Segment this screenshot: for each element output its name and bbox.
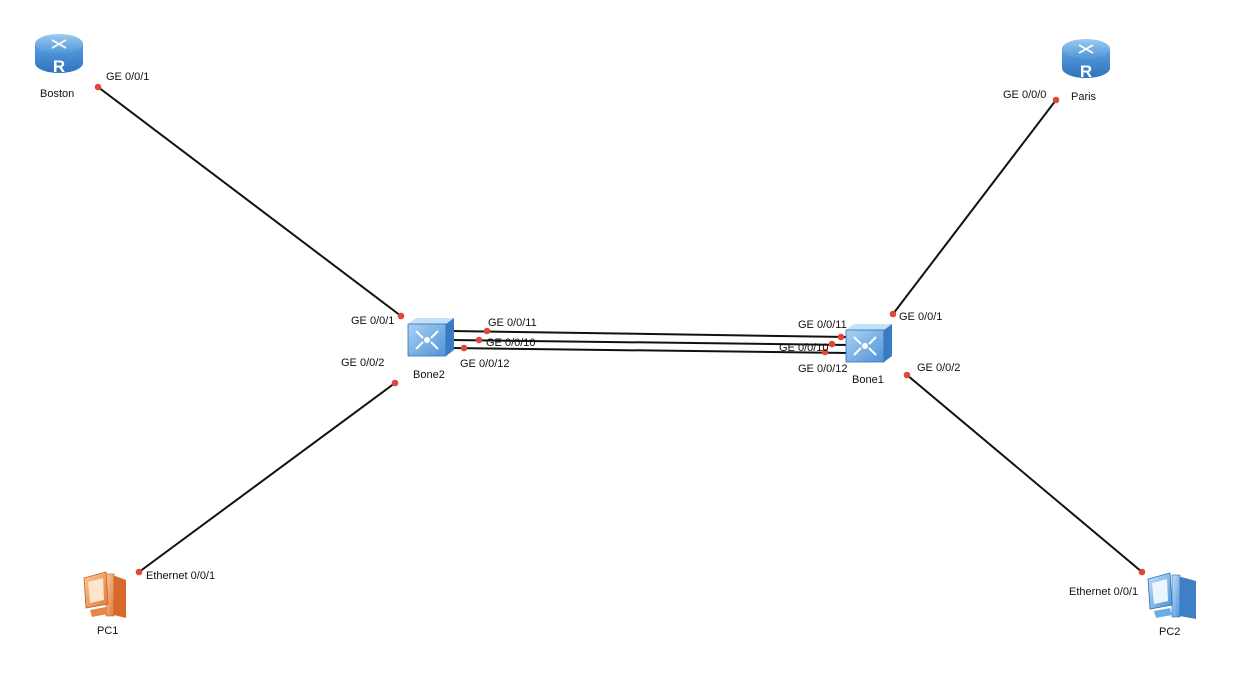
svg-text:R: R bbox=[1080, 62, 1092, 81]
link-trunk-12[interactable] bbox=[451, 347, 849, 354]
device-label-pc2: PC2 bbox=[1159, 626, 1180, 638]
port-dot bbox=[135, 568, 143, 576]
link-trunk-11[interactable] bbox=[451, 330, 849, 338]
switch-bone2[interactable] bbox=[407, 318, 454, 357]
router-boston[interactable]: R bbox=[35, 34, 83, 76]
port-dot bbox=[837, 333, 845, 341]
port-dot bbox=[903, 371, 911, 379]
port-dot bbox=[1052, 96, 1060, 104]
port-label: GE 0/0/12 bbox=[798, 363, 848, 375]
port-label: Ethernet 0/0/1 bbox=[1069, 586, 1138, 598]
link-paris-bone1[interactable] bbox=[892, 99, 1057, 315]
port-label: GE 0/0/12 bbox=[460, 358, 510, 370]
link-pc1-bone2[interactable] bbox=[138, 382, 396, 573]
port-label: GE 0/0/10 bbox=[486, 337, 536, 349]
device-label-boston: Boston bbox=[40, 88, 74, 100]
device-label-paris: Paris bbox=[1071, 91, 1097, 103]
port-label: GE 0/0/11 bbox=[488, 317, 537, 329]
port-dot bbox=[1138, 568, 1146, 576]
link-trunk-10[interactable] bbox=[451, 339, 849, 346]
port-dot bbox=[460, 344, 468, 352]
port-labels: GE 0/0/1 GE 0/0/1 GE 0/0/0 GE 0/0/1 Ethe… bbox=[106, 71, 1138, 598]
port-label: GE 0/0/2 bbox=[917, 362, 960, 374]
router-paris[interactable]: R bbox=[1062, 39, 1110, 81]
router-icon: R bbox=[1062, 39, 1110, 81]
switch-bone1[interactable] bbox=[845, 324, 892, 363]
port-label: GE 0/0/11 bbox=[798, 319, 847, 331]
port-dot bbox=[391, 379, 399, 387]
port-dot bbox=[828, 340, 836, 348]
pc-pc2[interactable] bbox=[1147, 572, 1196, 619]
device-label-bone2: Bone2 bbox=[413, 369, 445, 381]
pc-pc1[interactable] bbox=[83, 571, 126, 618]
port-dot bbox=[483, 327, 491, 335]
pc-icon bbox=[83, 571, 126, 618]
port-label: GE 0/0/1 bbox=[351, 315, 394, 327]
port-label: GE 0/0/0 bbox=[1003, 89, 1046, 101]
port-label: GE 0/0/1 bbox=[899, 311, 942, 323]
port-dot bbox=[475, 336, 483, 344]
port-label: Ethernet 0/0/1 bbox=[146, 570, 215, 582]
port-dot bbox=[94, 83, 102, 91]
port-label: GE 0/0/1 bbox=[106, 71, 149, 83]
link-boston-bone2[interactable] bbox=[97, 86, 402, 317]
device-label-bone1: Bone1 bbox=[852, 374, 884, 386]
switch-icon bbox=[407, 318, 454, 357]
svg-text:R: R bbox=[53, 57, 65, 76]
port-dots bbox=[94, 83, 1146, 576]
links bbox=[97, 86, 1143, 573]
link-pc2-bone1[interactable] bbox=[906, 374, 1143, 573]
port-dot bbox=[397, 312, 405, 320]
pc-icon bbox=[1147, 572, 1196, 619]
port-label: GE 0/0/10 bbox=[779, 342, 829, 354]
router-icon: R bbox=[35, 34, 83, 76]
switch-icon bbox=[845, 324, 892, 363]
port-dot bbox=[821, 348, 829, 356]
device-label-pc1: PC1 bbox=[97, 625, 118, 637]
port-dot bbox=[889, 310, 897, 318]
port-label: GE 0/0/2 bbox=[341, 357, 384, 369]
